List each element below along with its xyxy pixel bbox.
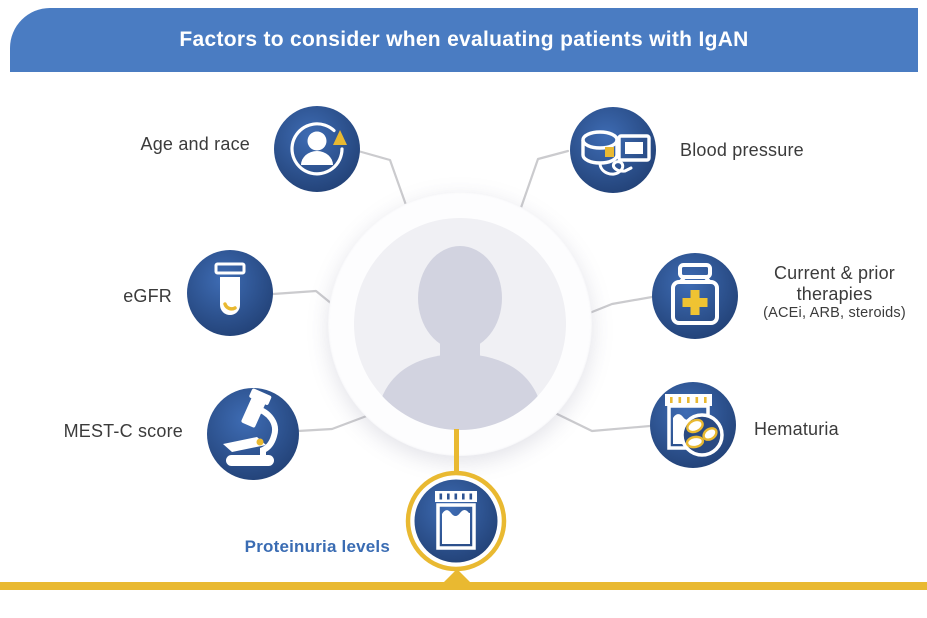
connector-mestc	[296, 412, 374, 433]
label-therapies-line2: therapies	[796, 283, 873, 304]
label-hematuria: Hematuria	[754, 419, 839, 439]
urine-sample-cells-icon	[650, 382, 736, 468]
connector-age-race	[356, 149, 414, 224]
connector-proteinuria	[454, 429, 459, 474]
label-therapies-line1: Current & prior	[773, 263, 896, 283]
microscope-icon	[207, 388, 299, 480]
label-mestc: MEST-C score	[63, 421, 183, 441]
label-egfr: eGFR	[123, 286, 172, 306]
label-therapies: Current & prior therapies (ACEi, ARB, st…	[742, 263, 927, 322]
page-title: Factors to consider when evaluating pati…	[179, 28, 749, 51]
medicine-bottle-icon	[652, 253, 738, 339]
connector-blood-pressure	[514, 149, 570, 224]
person-silhouette	[376, 246, 544, 430]
header-banner: Factors to consider when evaluating pati…	[10, 8, 918, 72]
patient-circle	[354, 218, 566, 430]
label-therapies-sub: (ACEi, ARB, steroids)	[763, 305, 906, 322]
up-arrow-marker	[443, 569, 471, 583]
label-age-race: Age and race	[140, 134, 250, 154]
test-tube-icon	[187, 250, 273, 336]
urine-container-icon	[405, 470, 507, 572]
label-blood-pressure: Blood pressure	[680, 140, 804, 160]
bottom-accent-bar	[0, 582, 927, 590]
blood-pressure-cuff-icon	[570, 107, 656, 193]
person-cycle-icon	[274, 106, 360, 192]
label-proteinuria: Proteinuria levels	[244, 537, 390, 556]
connector-hematuria	[551, 410, 652, 433]
